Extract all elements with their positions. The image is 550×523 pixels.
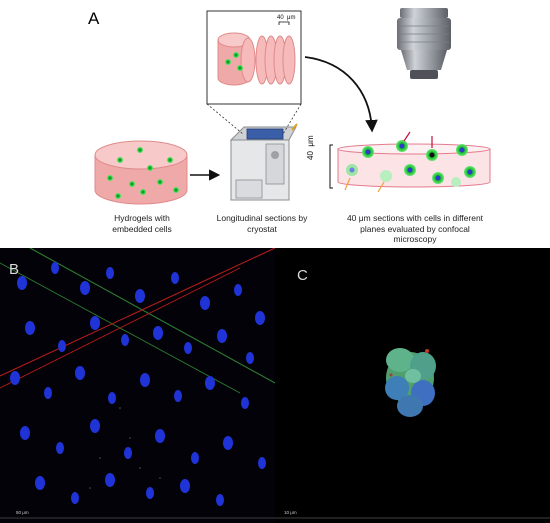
panel-a-diagram — [94, 8, 491, 205]
panel-c-image — [275, 248, 550, 523]
section-scale-label: 40 μm — [277, 15, 296, 21]
panel-c-label: C — [297, 267, 308, 284]
panel-b-scale-label: 50 μm — [16, 510, 29, 515]
panel-b-image — [0, 248, 275, 523]
nuclei-cloud — [10, 262, 266, 506]
section-zoom-box — [206, 10, 302, 135]
section-axis-label: 40 μm — [306, 135, 315, 160]
confocal-section — [329, 131, 491, 193]
cell-cluster — [385, 348, 436, 417]
objective-lens-icon — [397, 8, 451, 79]
caption-sections: Longitudinal sections by cryostat — [216, 213, 308, 234]
hydrogel-cylinder — [94, 140, 188, 205]
microscopy-panels: B C 50 μm 10 μm — [0, 248, 550, 523]
arrow-to-confocal — [304, 56, 378, 133]
caption-hydrogels: Hydrogels with embedded cells — [112, 213, 172, 234]
panel-c-scale-label: 10 μm — [284, 510, 297, 515]
caption-confocal: 40 μm sections with cells in different p… — [346, 213, 484, 245]
cryostat-machine — [229, 123, 298, 201]
panel-b-label: B — [9, 261, 20, 278]
panel-a-label: A — [88, 9, 100, 28]
